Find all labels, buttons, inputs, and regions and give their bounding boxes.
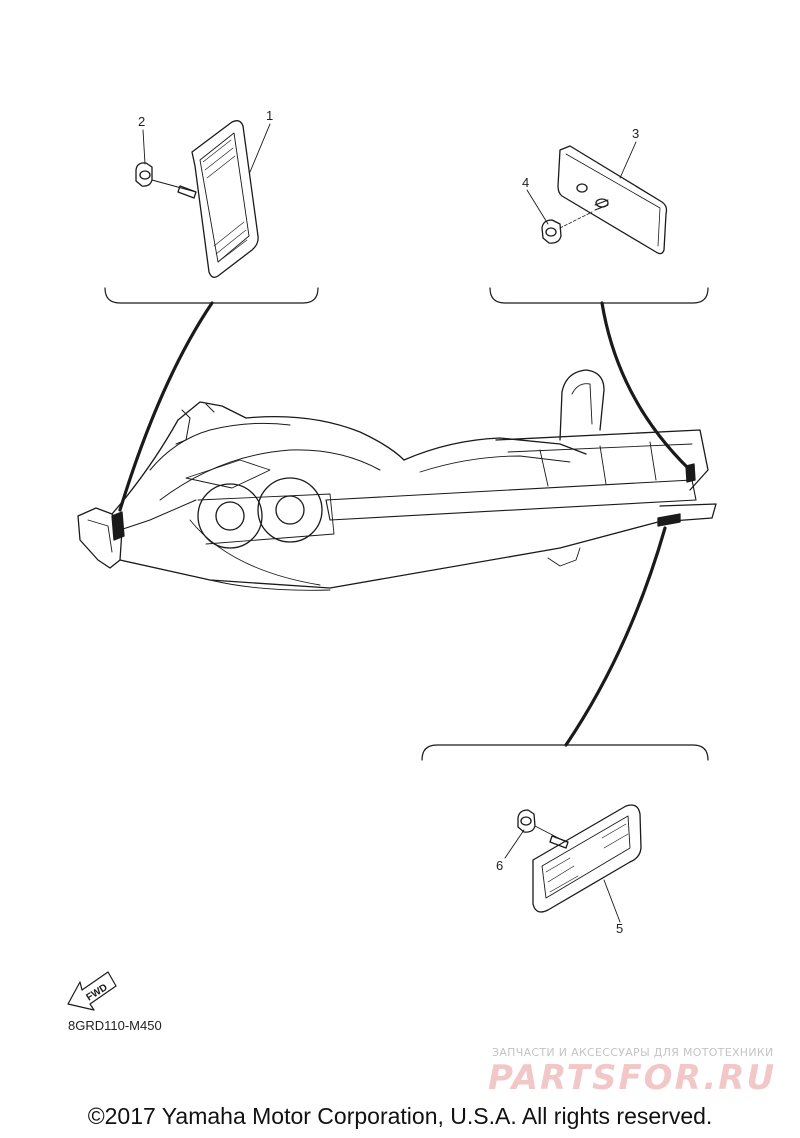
- callout-5: 5: [616, 921, 624, 936]
- watermark-logo: PARTSFOR.RU: [488, 1058, 777, 1098]
- callout-3: 3: [632, 126, 640, 141]
- fwd-arrow-icon: [67, 971, 117, 1011]
- callout-1: 1: [266, 108, 274, 123]
- copyright-notice: ©2017 Yamaha Motor Corporation, U.S.A. A…: [87, 1103, 713, 1129]
- callout-6: 6: [496, 858, 504, 873]
- watermark-tagline: ЗАПЧАСТИ И АКСЕССУАРЫ ДЛЯ МОТОТЕХНИКИ: [492, 1046, 774, 1059]
- callout-leaders: [142, 123, 637, 923]
- reflector-detail-top-left: [104, 120, 319, 512]
- reflector-detail-bottom-right: [421, 526, 709, 913]
- reflector-detail-top-right: [489, 145, 709, 472]
- callout-4: 4: [522, 175, 530, 190]
- diagram-code: 8GRD110-M450: [68, 1018, 162, 1033]
- vehicle-drawing: [77, 369, 717, 591]
- callout-2: 2: [138, 114, 146, 129]
